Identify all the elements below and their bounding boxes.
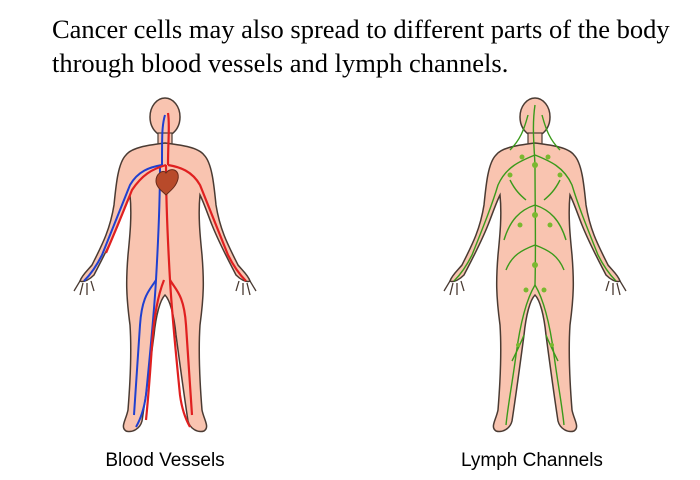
lymph-channels-caption: Lymph Channels (461, 450, 603, 471)
body-silhouette (443, 97, 627, 433)
artery-network (104, 112, 247, 428)
vein-network (83, 114, 166, 428)
body-silhouette (73, 97, 257, 433)
human-body-lymph-channels-icon (443, 97, 627, 433)
headline-text: Cancer cells may also spread to differen… (52, 14, 670, 78)
lymph-network (453, 104, 617, 426)
human-body-blood-vessels-icon (73, 97, 257, 433)
blood-vessels-figure (70, 95, 260, 450)
blood-vessels-caption: Blood Vessels (105, 450, 225, 471)
lymph-channels-figure (440, 95, 630, 450)
lymph-nodes (507, 154, 563, 347)
heart-icon (155, 169, 179, 196)
